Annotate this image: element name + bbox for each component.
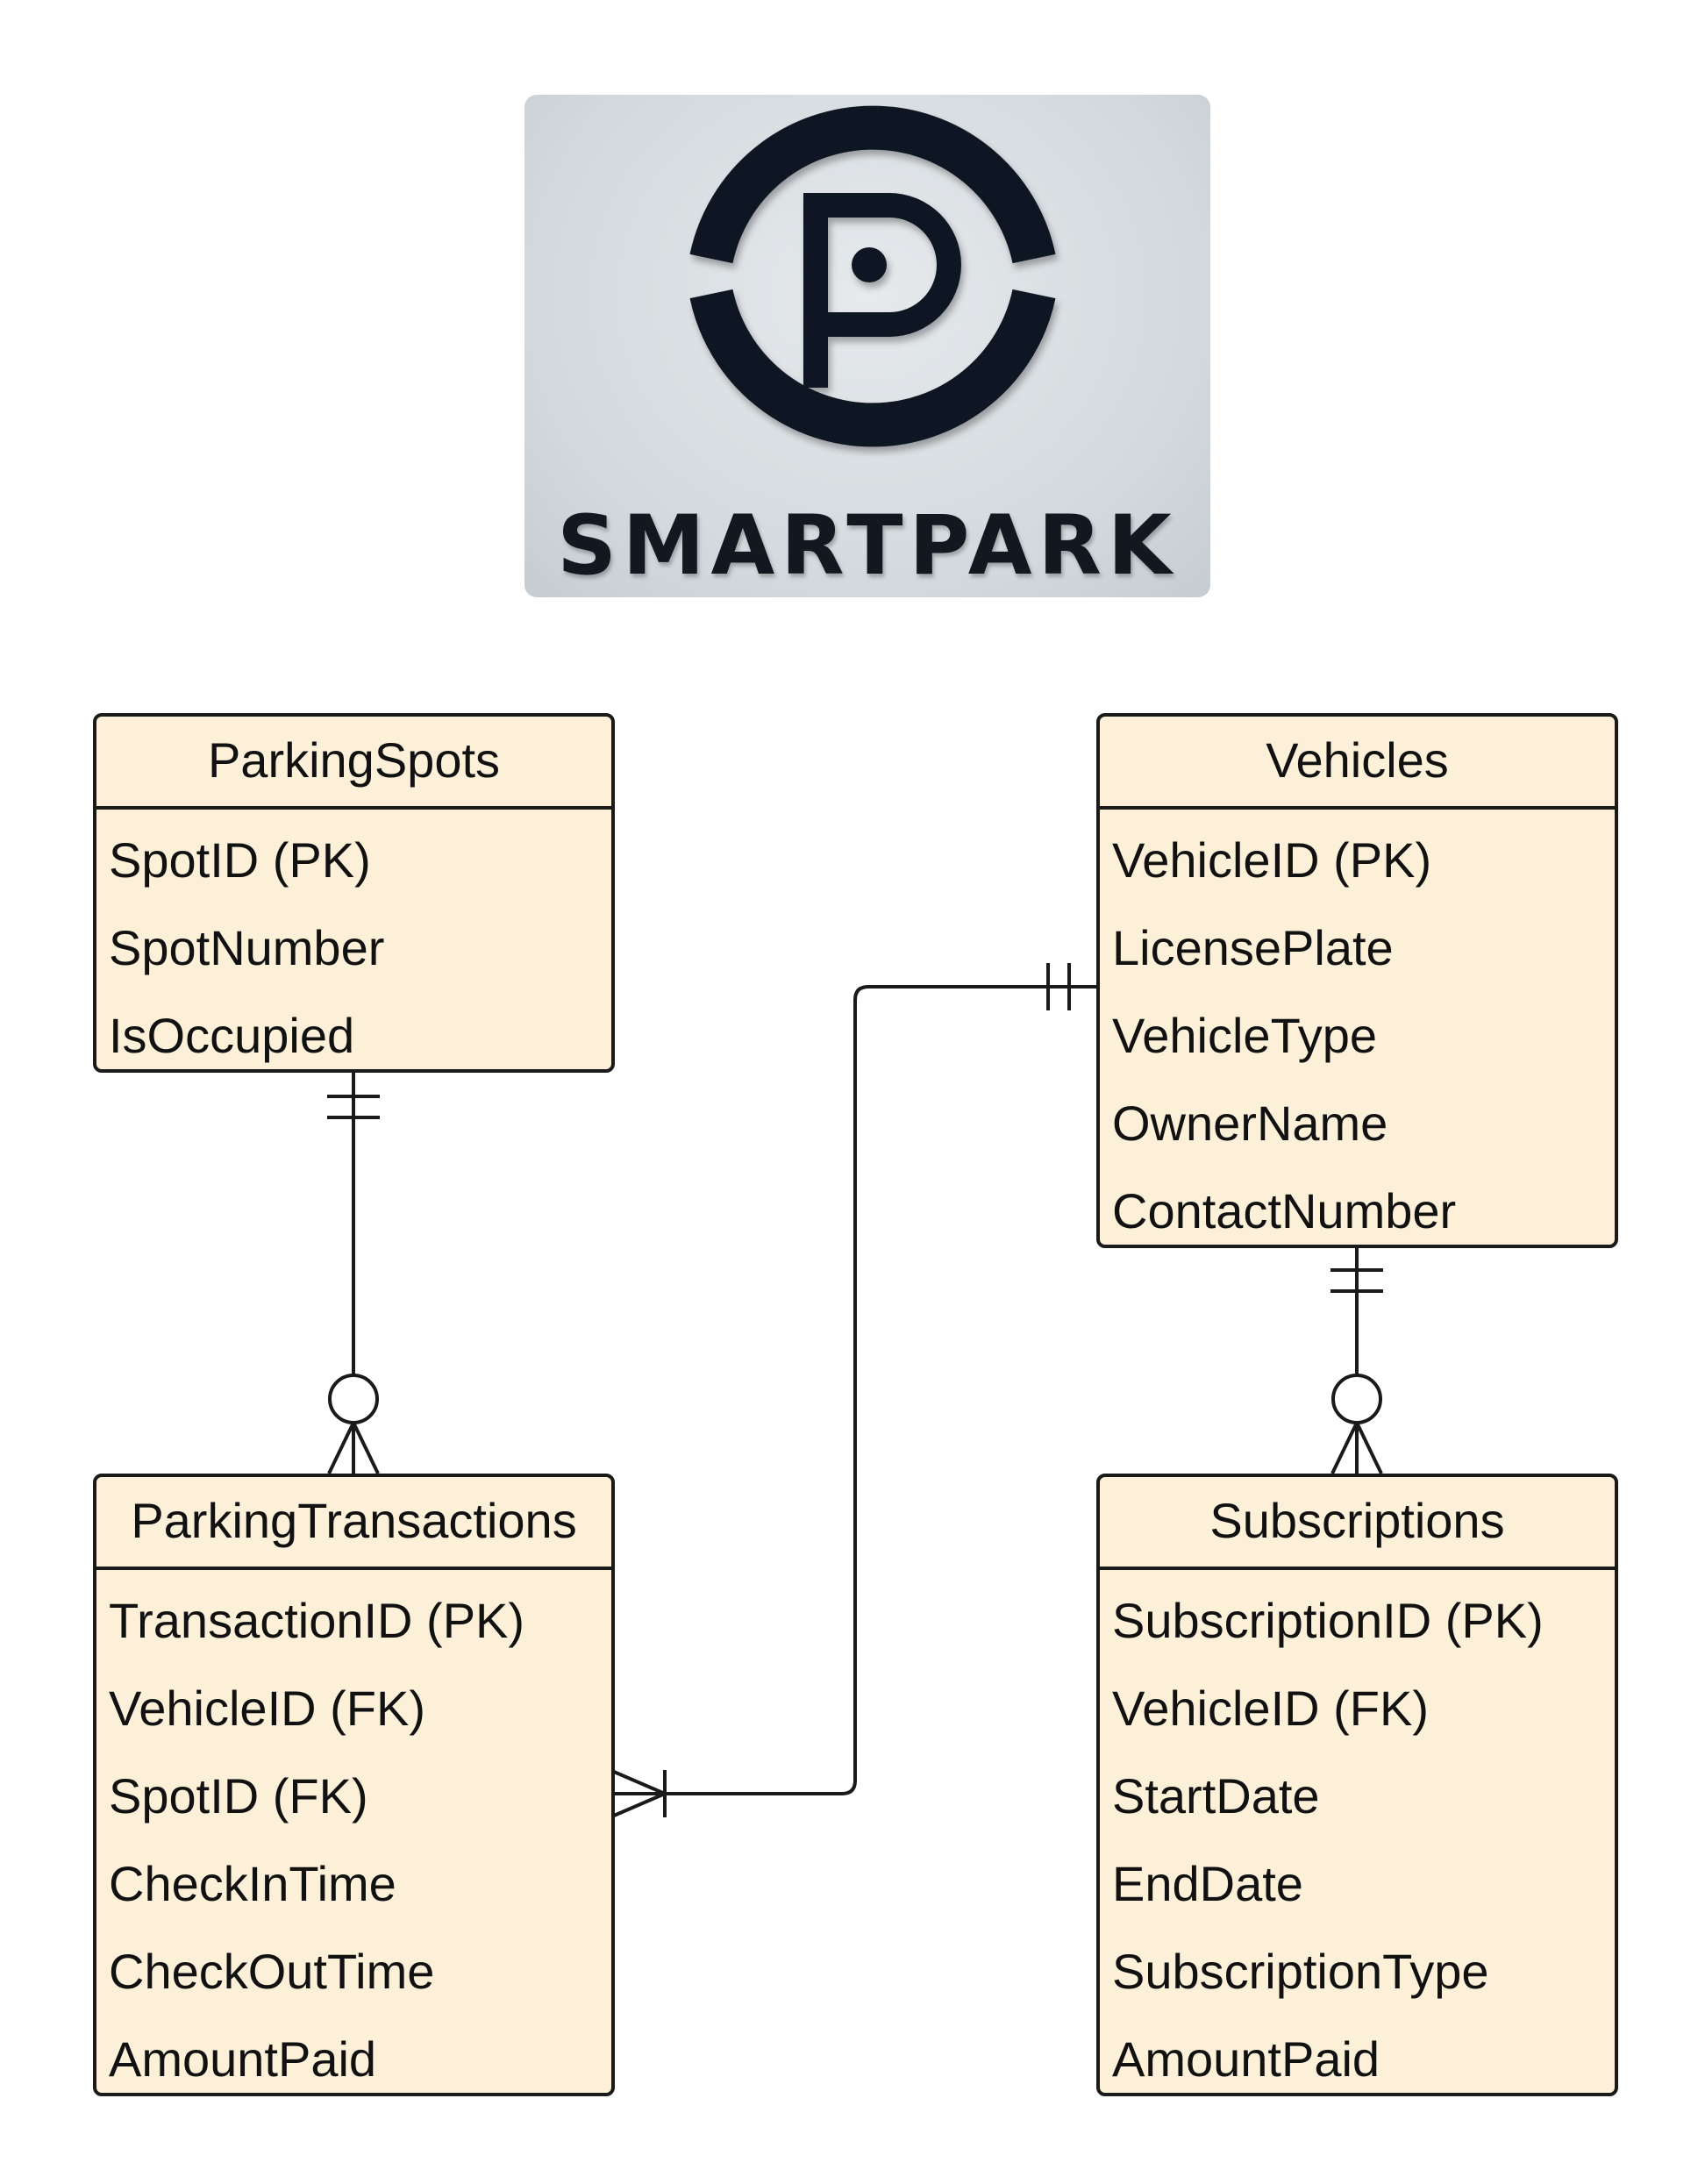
entity-title: ParkingSpots	[96, 717, 611, 810]
entity-field: EndDate	[1112, 1856, 1303, 1911]
entity-title: Vehicles	[1100, 717, 1615, 810]
relationship-vehicles-transactions	[613, 963, 1096, 1817]
entity-field: SpotID (PK)	[109, 832, 371, 888]
entity-vehicles[interactable]: Vehicles VehicleID (PK) LicensePlate Veh…	[1096, 713, 1618, 1248]
entity-subscriptions[interactable]: Subscriptions SubscriptionID (PK) Vehicl…	[1096, 1474, 1618, 2096]
smartpark-logo: SMARTPARK	[524, 95, 1210, 597]
entity-field: ContactNumber	[1112, 1183, 1457, 1238]
entity-field: StartDate	[1112, 1768, 1320, 1824]
entity-field: LicensePlate	[1112, 920, 1394, 975]
entity-field: VehicleType	[1112, 1008, 1377, 1063]
entity-field: VehicleID (FK)	[1112, 1681, 1429, 1736]
logo-wordmark: SMARTPARK	[557, 498, 1178, 594]
entity-field: AmountPaid	[1112, 2031, 1380, 2087]
entity-field: SpotID (FK)	[109, 1768, 368, 1824]
parking-p-icon	[689, 105, 1056, 447]
entity-field: SubscriptionID (PK)	[1112, 1593, 1544, 1648]
entity-field: SubscriptionType	[1112, 1944, 1489, 1999]
entity-field: AmountPaid	[109, 2031, 377, 2087]
entity-parking-spots[interactable]: ParkingSpots SpotID (PK) SpotNumber IsOc…	[93, 713, 615, 1073]
entity-field: VehicleID (PK)	[1112, 832, 1432, 888]
entity-field: TransactionID (PK)	[109, 1593, 525, 1648]
entity-field: IsOccupied	[109, 1008, 355, 1063]
relationship-spots-transactions	[327, 1072, 380, 1474]
entity-parking-transactions[interactable]: ParkingTransactions TransactionID (PK) V…	[93, 1474, 615, 2096]
entity-field: OwnerName	[1112, 1096, 1388, 1151]
entity-field: SpotNumber	[109, 920, 385, 975]
entity-title: Subscriptions	[1100, 1477, 1615, 1570]
entity-title: ParkingTransactions	[96, 1477, 611, 1570]
entity-field: CheckInTime	[109, 1856, 396, 1911]
relationship-vehicles-subscriptions	[1330, 1245, 1383, 1474]
entity-field: CheckOutTime	[109, 1944, 435, 1999]
entity-field: VehicleID (FK)	[109, 1681, 425, 1736]
